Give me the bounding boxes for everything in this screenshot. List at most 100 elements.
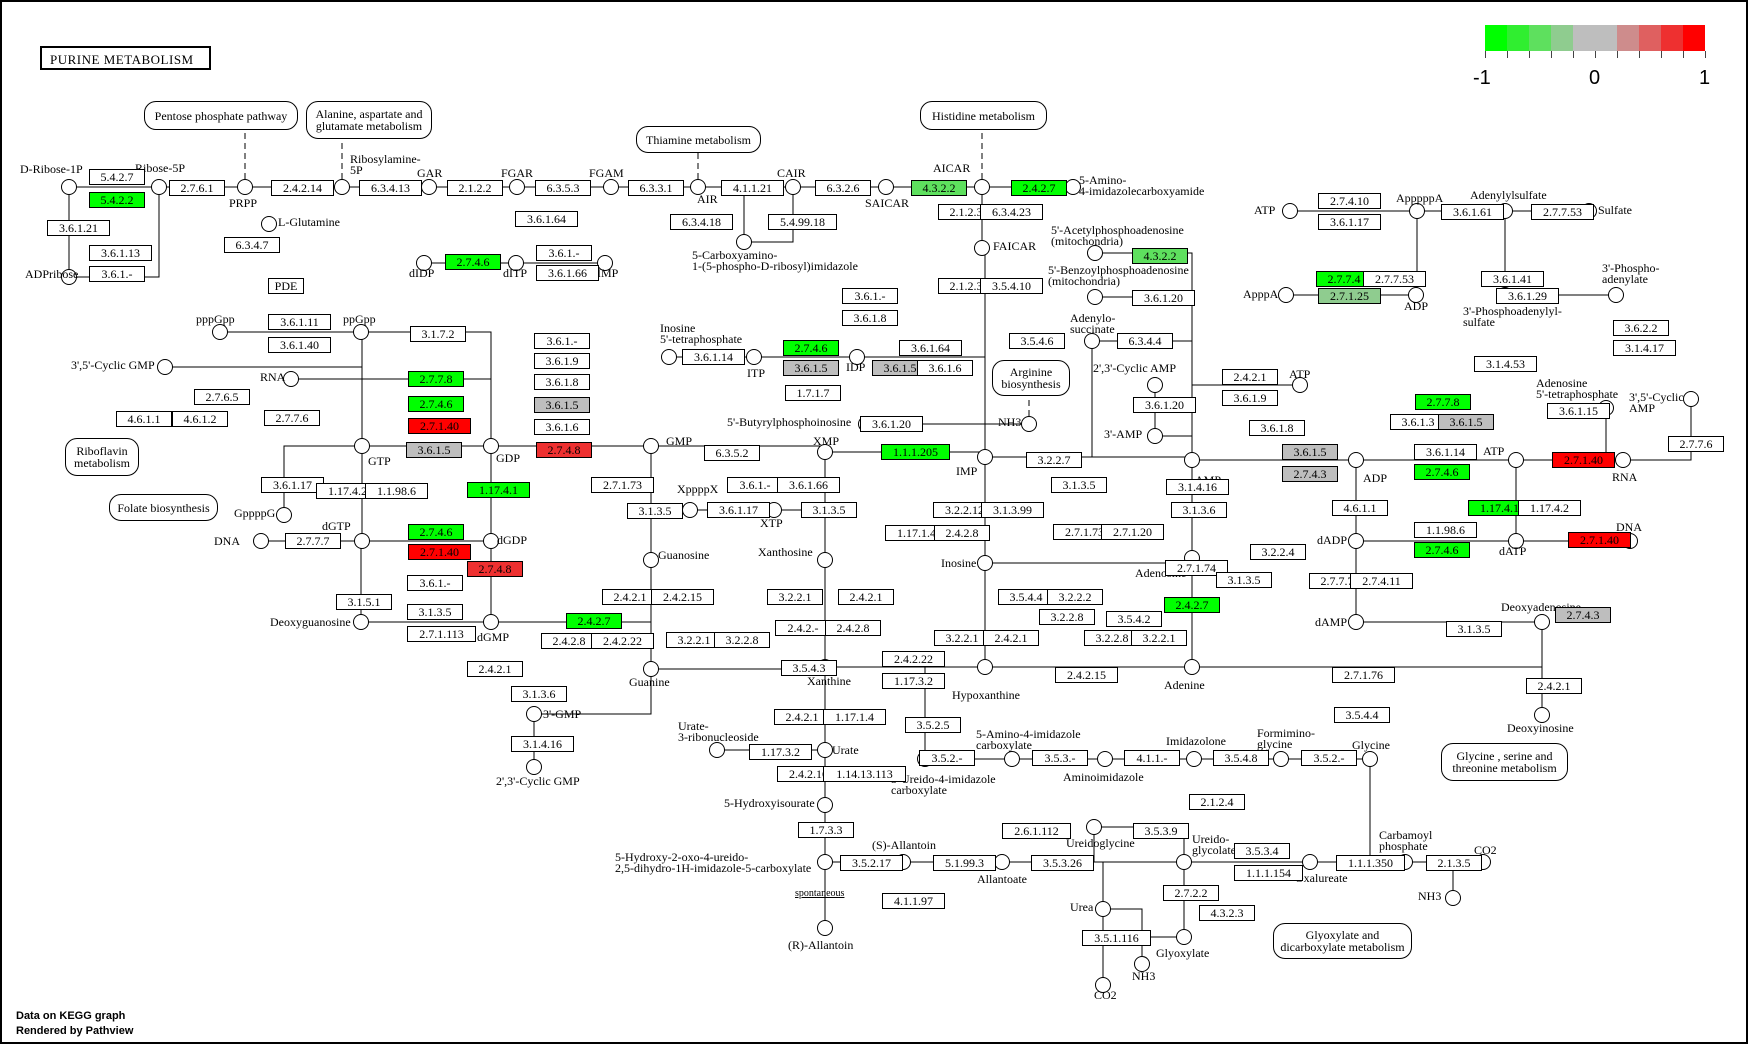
compound-node[interactable] <box>157 359 173 375</box>
compound-node[interactable] <box>1184 659 1200 675</box>
enzyme-box[interactable]: 4.3.2.2 <box>911 180 967 196</box>
pathway-map-link[interactable]: Pentose phosphate pathway <box>144 101 298 130</box>
compound-node[interactable] <box>1508 533 1524 549</box>
enzyme-box[interactable]: 2.4.2.7 <box>566 613 622 629</box>
enzyme-box[interactable]: 3.1.3.6 <box>511 686 567 702</box>
enzyme-box[interactable]: 3.2.2.8 <box>714 632 770 648</box>
compound-node[interactable] <box>977 659 993 675</box>
enzyme-box[interactable]: 3.6.1.- <box>89 266 145 282</box>
compound-node[interactable] <box>643 552 659 568</box>
enzyme-box[interactable]: 3.1.3.5 <box>801 502 857 518</box>
enzyme-box[interactable]: 2.7.1.20 <box>1101 524 1164 540</box>
enzyme-box[interactable]: 3.6.1.17 <box>707 502 770 518</box>
enzyme-box[interactable]: 5.4.2.7 <box>89 169 145 185</box>
compound-node[interactable] <box>1362 751 1378 767</box>
enzyme-box[interactable]: 3.6.1.5 <box>534 397 590 413</box>
enzyme-box[interactable]: 2.7.2.2 <box>1163 885 1219 901</box>
compound-node[interactable] <box>1086 819 1102 835</box>
compound-node[interactable] <box>416 255 432 271</box>
enzyme-box[interactable]: 3.6.1.17 <box>261 477 324 493</box>
compound-node[interactable] <box>1134 956 1150 972</box>
enzyme-box[interactable]: 2.7.1.25 <box>1318 288 1381 304</box>
enzyme-box[interactable]: 3.5.3.9 <box>1133 823 1189 839</box>
pathway-map-link[interactable]: Alanine, aspartate and glutamate metabol… <box>306 101 432 139</box>
enzyme-box[interactable]: 3.1.4.16 <box>511 736 574 752</box>
enzyme-box[interactable]: 2.1.3.5 <box>1426 855 1482 871</box>
compound-node[interactable] <box>878 179 894 195</box>
enzyme-box[interactable]: 2.7.1.113 <box>407 626 476 642</box>
enzyme-box[interactable]: 3.2.2.8 <box>1084 630 1140 646</box>
enzyme-box[interactable]: 3.5.3.4 <box>1234 843 1290 859</box>
compound-node[interactable] <box>61 269 77 285</box>
enzyme-box[interactable]: 2.7.1.40 <box>408 418 471 434</box>
enzyme-box[interactable]: 1.1.98.6 <box>365 483 428 499</box>
enzyme-box[interactable]: 1.1.1.154 <box>1234 865 1303 881</box>
enzyme-box[interactable]: 3.5.4.4 <box>1334 707 1390 723</box>
compound-node[interactable] <box>785 179 801 195</box>
enzyme-box[interactable]: 6.3.5.3 <box>535 180 591 196</box>
compound-node[interactable] <box>1302 854 1318 870</box>
compound-node[interactable] <box>1408 287 1424 303</box>
enzyme-box[interactable]: 2.7.4.6 <box>1414 542 1470 558</box>
enzyme-box[interactable]: 2.7.1.40 <box>1568 532 1631 548</box>
enzyme-box[interactable]: 3.6.1.9 <box>1222 390 1278 406</box>
enzyme-box[interactable]: 3.6.1.- <box>842 288 898 304</box>
enzyme-box[interactable]: PDE <box>268 278 304 294</box>
compound-node[interactable] <box>817 797 833 813</box>
enzyme-box[interactable]: 6.3.4.7 <box>224 237 280 253</box>
enzyme-box[interactable]: 5.1.99.3 <box>933 855 996 871</box>
enzyme-box[interactable]: 2.7.4.6 <box>408 396 464 412</box>
enzyme-box[interactable]: 6.3.4.4 <box>1117 333 1173 349</box>
enzyme-box[interactable]: 3.6.1.20 <box>1133 397 1196 413</box>
enzyme-box[interactable]: 3.2.2.1 <box>1131 630 1187 646</box>
enzyme-box[interactable]: 1.17.4.2 <box>1518 500 1581 516</box>
enzyme-box[interactable]: 2.7.4.11 <box>1350 573 1413 589</box>
compound-node[interactable] <box>1534 707 1550 723</box>
compound-node[interactable] <box>661 349 677 365</box>
enzyme-box[interactable]: 1.17.4.1 <box>467 482 530 498</box>
enzyme-box[interactable]: 3.6.1.- <box>534 333 590 349</box>
compound-node[interactable] <box>1508 452 1524 468</box>
compound-node[interactable] <box>1176 929 1192 945</box>
compound-node[interactable] <box>817 742 833 758</box>
compound-node[interactable] <box>603 179 619 195</box>
enzyme-box[interactable]: 2.7.7.8 <box>1415 394 1471 410</box>
compound-node[interactable] <box>1004 751 1020 767</box>
enzyme-box[interactable]: 2.7.7.8 <box>408 371 464 387</box>
enzyme-box[interactable]: 3.6.1.40 <box>268 337 331 353</box>
enzyme-box[interactable]: 2.7.4.6 <box>783 340 839 356</box>
enzyme-box[interactable]: 2.1.2.4 <box>1189 794 1245 810</box>
enzyme-box[interactable]: 3.6.1.64 <box>899 340 962 356</box>
enzyme-box[interactable]: 2.4.2.1 <box>1222 369 1278 385</box>
enzyme-box[interactable]: 2.4.2.7 <box>1011 180 1067 196</box>
compound-node[interactable] <box>1282 203 1298 219</box>
enzyme-box[interactable]: 3.5.2.- <box>1301 750 1357 766</box>
enzyme-box[interactable]: 3.6.1.6 <box>534 419 590 435</box>
enzyme-box[interactable]: 3.6.1.14 <box>682 349 745 365</box>
compound-node[interactable] <box>508 255 524 271</box>
enzyme-box[interactable]: 3.6.1.- <box>407 575 463 591</box>
compound-node[interactable] <box>1097 751 1113 767</box>
enzyme-box[interactable]: 3.1.5.1 <box>336 594 392 610</box>
compound-node[interactable] <box>1278 287 1294 303</box>
pathway-map-link[interactable]: Thiamine metabolism <box>636 126 761 153</box>
enzyme-box[interactable]: 3.6.1.20 <box>860 416 923 432</box>
enzyme-box[interactable]: 4.3.2.3 <box>1199 905 1255 921</box>
compound-node[interactable] <box>61 179 77 195</box>
enzyme-box[interactable]: 3.6.1.5 <box>872 360 928 376</box>
enzyme-box[interactable]: 6.3.4.13 <box>359 180 422 196</box>
enzyme-box[interactable]: 3.6.1.- <box>536 245 592 261</box>
compound-node[interactable] <box>526 759 542 775</box>
compound-node[interactable] <box>1273 751 1289 767</box>
compound-node[interactable] <box>994 854 1010 870</box>
enzyme-box[interactable]: 3.6.1.20 <box>1132 290 1195 306</box>
enzyme-box[interactable]: 2.4.2.15 <box>651 589 714 605</box>
enzyme-box[interactable]: 3.1.3.5 <box>1216 572 1272 588</box>
enzyme-box[interactable]: 2.1.2.2 <box>447 180 503 196</box>
compound-node[interactable] <box>1147 428 1163 444</box>
enzyme-box[interactable]: 3.6.1.14 <box>1414 444 1477 460</box>
enzyme-box[interactable]: 3.1.3.5 <box>407 604 463 620</box>
enzyme-box[interactable]: 2.7.7.6 <box>264 410 320 426</box>
enzyme-box[interactable]: 2.7.1.74 <box>1165 560 1228 576</box>
enzyme-box[interactable]: 2.4.2.1 <box>774 709 830 725</box>
